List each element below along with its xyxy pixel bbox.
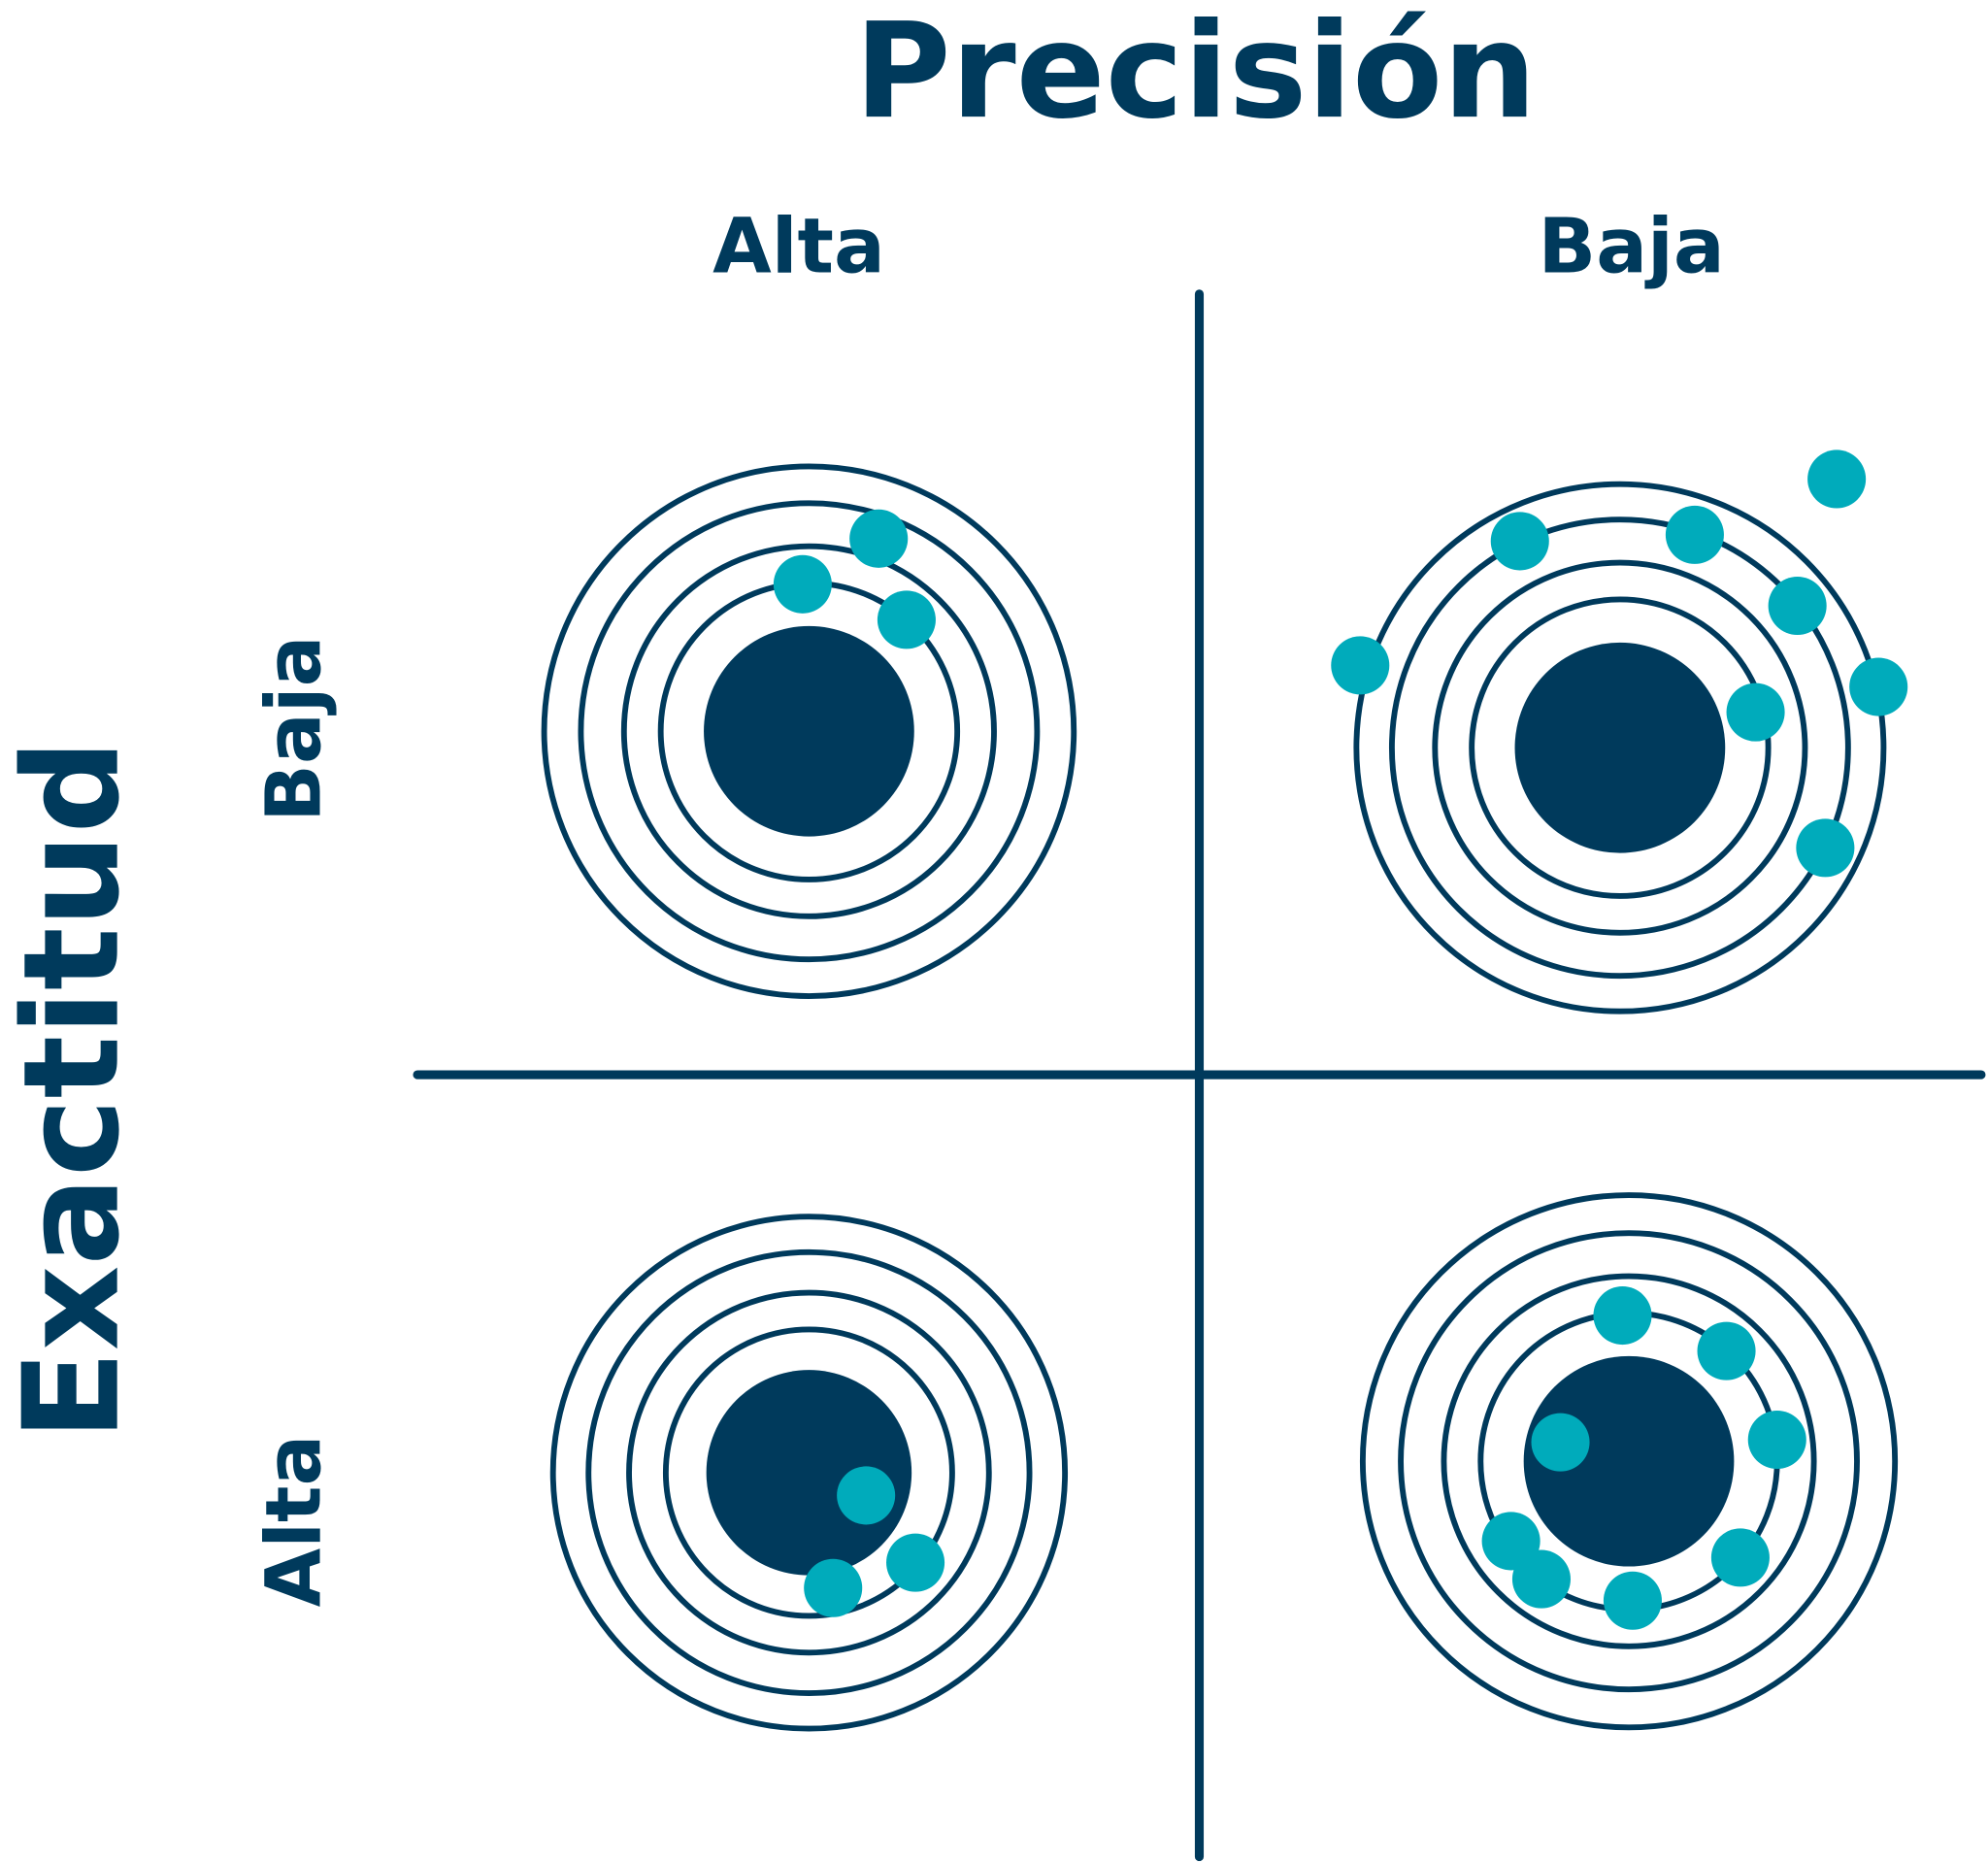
hit-dot [1665, 505, 1724, 564]
hit-dot [1490, 512, 1549, 571]
hit-dot [773, 554, 832, 614]
hit-dot [1331, 636, 1390, 695]
y-axis-title: Exactitud [0, 739, 149, 1440]
hit-dot [1697, 1321, 1756, 1381]
hit-dot [1807, 449, 1867, 509]
hit-dot [1726, 682, 1785, 742]
hit-dot [1531, 1413, 1590, 1472]
hit-dot [1593, 1286, 1652, 1346]
hit-dot [886, 1533, 945, 1592]
target-ring [585, 1248, 1033, 1697]
hit-dot [804, 1558, 863, 1617]
target-ring [1359, 1192, 1899, 1731]
hit-dot [1849, 657, 1908, 716]
target-ring [1388, 516, 1851, 980]
target-ring [662, 1326, 955, 1619]
hit-dot [1511, 1549, 1571, 1609]
target-ring [549, 1214, 1069, 1732]
hit-dot [1710, 1528, 1770, 1587]
target-high-precision-high-accuracy [549, 1214, 1069, 1732]
bullseye [704, 625, 914, 837]
bullseye [1523, 1355, 1735, 1567]
bullseye [1514, 642, 1726, 853]
target-ring [1469, 596, 1772, 899]
target-ring [1353, 481, 1887, 1015]
hit-dot [1768, 576, 1827, 636]
hit-dot [1747, 1410, 1806, 1470]
target-ring [1441, 1273, 1817, 1649]
hit-dot [877, 590, 936, 649]
target-low-precision-high-accuracy [1359, 1192, 1899, 1731]
target-ring [578, 500, 1041, 963]
target-low-precision-low-accuracy [1331, 449, 1908, 1015]
column-label-low: Baja [1539, 203, 1725, 291]
hit-dot [1796, 818, 1855, 878]
target-ring [1432, 559, 1808, 936]
hit-dot [837, 1466, 896, 1525]
column-label-high: Alta [712, 203, 885, 291]
target-ring [541, 463, 1077, 1000]
title: Precisión [854, 0, 1537, 149]
hit-dot [849, 509, 909, 568]
hit-dot [1603, 1571, 1662, 1630]
target-ring [620, 543, 997, 919]
target-ring [626, 1289, 992, 1656]
row-label-high: Alta [250, 1435, 339, 1608]
row-label-low: Baja [250, 636, 339, 822]
target-ring [1398, 1230, 1860, 1693]
target-high-precision-low-accuracy [541, 463, 1077, 1000]
